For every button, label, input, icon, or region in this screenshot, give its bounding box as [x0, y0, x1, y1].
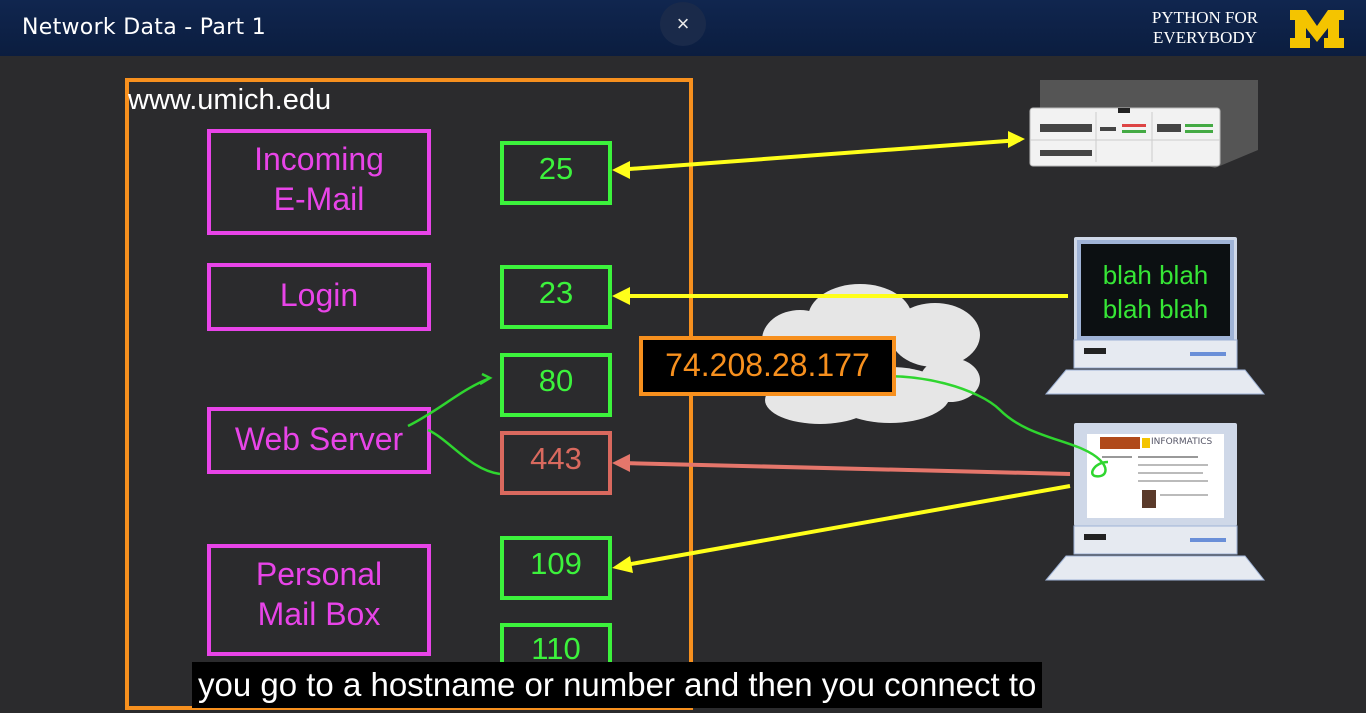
service-label: Personal	[255, 556, 383, 592]
subtitle-caption: you go to a hostname or number and then …	[192, 662, 1043, 708]
port-109: 109	[500, 536, 612, 600]
annotation-strokes	[407, 372, 1109, 478]
port-25: 25	[500, 141, 612, 205]
close-icon[interactable]: ×	[660, 2, 706, 46]
service-web-server: Web Server	[207, 407, 431, 474]
hostname-label: www.umich.edu	[128, 84, 332, 116]
port-23: 23	[500, 265, 612, 329]
service-label: Web Server	[234, 421, 404, 457]
course-brand: PYTHON FOR EVERYBODY	[1140, 8, 1270, 48]
service-label: E-Mail	[273, 181, 365, 217]
browser-logo-text: INFORMATICS	[1151, 437, 1213, 447]
router-icon	[1029, 80, 1258, 168]
service-incoming-email: Incoming E-Mail	[207, 129, 431, 235]
video-title-bar: Network Data - Part 1 × PYTHON FOR EVERY…	[0, 0, 1366, 56]
service-label: Login	[279, 277, 359, 313]
terminal-text-line: blah blah	[1102, 294, 1209, 324]
michigan-m-logo	[1290, 10, 1344, 48]
video-title: Network Data - Part 1	[22, 15, 267, 40]
brand-line-1: PYTHON FOR	[1151, 8, 1259, 27]
port-443: 443	[500, 431, 612, 495]
brand-line-2: EVERYBODY	[1153, 28, 1257, 47]
browser-computer-icon	[1044, 423, 1266, 581]
port-80: 80	[500, 353, 612, 417]
ip-address: 74.208.28.177	[639, 336, 896, 396]
service-label: Mail Box	[257, 596, 381, 632]
service-login: Login	[207, 263, 431, 331]
terminal-text-line: blah blah	[1102, 260, 1209, 290]
service-personal-mailbox: Personal Mail Box	[207, 544, 431, 656]
terminal-screen: blah blah blah blah	[1077, 240, 1234, 340]
service-label: Incoming	[254, 141, 384, 177]
connection-arrows	[612, 131, 1071, 573]
